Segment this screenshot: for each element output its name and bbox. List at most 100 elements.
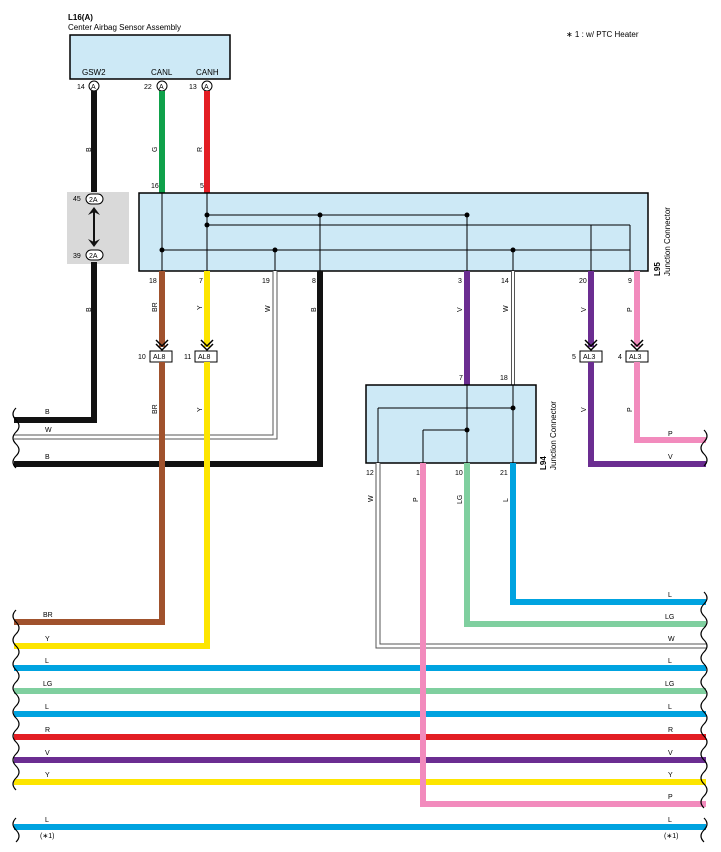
l16-pin-tag-13: A [204,84,209,91]
l16-name: Center Airbag Sensor Assembly [68,23,181,32]
left-label-10: V [45,750,50,757]
joint-2a-up-arrow-icon [88,207,100,215]
footnote-right: (∗1) [664,833,678,840]
l16-pin-num-13: 13 [189,84,197,91]
left-label-5: Y [45,636,50,643]
wire-label-l95-14: W [503,305,510,312]
wire-l95-19-w [14,271,277,439]
wire-label-l95-3: V [457,307,464,312]
l95-box [138,192,649,272]
footnote-left: (∗1) [40,833,54,840]
joint-2a-tag-bottom-label: 2A [89,253,98,260]
right-label-8: L [668,704,672,711]
joint-2a-tag-bottom [85,249,104,261]
right-label-4: LG [665,614,674,621]
wire-label-l95-18: BR [152,302,159,312]
wire-label-al8-11: Y [197,407,204,412]
left-break-marks [12,407,20,843]
l95-junction-dots [159,212,516,253]
wire-al8-11-y [14,362,210,649]
l95-pin-18: 18 [149,278,157,285]
l16-box [69,34,231,80]
wire-l95-8-b [14,271,323,467]
l94-pin-1: 1 [416,470,420,477]
wire-label-l95-20: V [581,307,588,312]
wire-label-l95-19: W [265,305,272,312]
wire-label-l95-7: Y [197,305,204,310]
wire-l94-21-l [510,463,706,605]
l94-pin-21: 21 [500,470,508,477]
right-break-marks [700,429,708,843]
l94-internal-bus [377,385,514,463]
wire-label-l95-8: B [311,307,318,312]
l95-id: L95 [653,262,662,276]
left-label-6: L [45,658,49,665]
al3-pin-5: 5 [572,354,576,361]
right-label-2: V [668,454,673,461]
wire-al3-4-p [634,362,706,443]
left-label-3: B [45,454,50,461]
joint-2a-pin-39: 39 [73,253,81,260]
right-label-3: L [668,592,672,599]
right-label-9: R [668,727,673,734]
l95-pin-20: 20 [579,278,587,285]
l95-pin-14: 14 [501,278,509,285]
wire-l94-12-w-outline [375,463,706,649]
al3-tag-5-label: AL3 [583,354,596,361]
left-label-8: L [45,704,49,711]
right-label-5: W [668,636,675,643]
wire-l94-12-w [376,463,706,648]
joint-2a-tag-top-label: 2A [89,197,98,204]
l95-name: Junction Connector [663,207,672,276]
l94-top-pin-7: 7 [459,375,463,382]
wire-al8-10-br [14,362,165,625]
left-label-1: B [45,409,50,416]
al3-pin-4: 4 [618,354,622,361]
al8-tag-11-label: AL8 [198,354,211,361]
wire-label-gsw2-b: B [86,147,93,152]
wire-label-l94-21: L [503,498,510,502]
l16-pin-tag-22: A [159,84,164,91]
right-label-13: L [668,817,672,824]
l16-pin-tag-14: A [91,84,96,91]
l94-junction-dots [464,405,516,433]
al8-chevron-icons [155,339,644,352]
wire-label-l95-9: P [627,307,634,312]
right-label-1: P [668,431,673,438]
al3-tag-4-label: AL3 [629,354,642,361]
l16-pin-num-22: 22 [144,84,152,91]
wire-l94-10-lg [464,463,706,627]
l95-top-pin-16: 16 [151,183,159,190]
l95-pin-8: 8 [312,278,316,285]
l16-pin-label-canh: CANH [196,68,219,77]
l94-pin-10: 10 [455,470,463,477]
l95-top-pin-5: 5 [200,183,204,190]
left-label-4: BR [43,612,53,619]
l16-pin-label-canl: CANL [151,68,173,77]
left-label-7: LG [43,681,52,688]
ptc-heater-note: ∗ 1 : w/ PTC Heater [566,30,639,39]
l95-pin-7: 7 [199,278,203,285]
al8-tag-10-label: AL8 [153,354,166,361]
l95-internal-bus [161,193,631,271]
l16-id: L16(A) [68,13,93,22]
wire-label-l94-1: P [413,497,420,502]
l95-pin-19: 19 [262,278,270,285]
left-label-2: W [45,427,52,434]
right-label-10: V [668,750,673,757]
right-label-6: L [668,658,672,665]
wire-l94-1-p [420,463,706,807]
l94-top-pin-18: 18 [500,375,508,382]
joint-2a-pin-45: 45 [73,196,81,203]
wire-label-al8-10: BR [152,404,159,414]
l95-pin-3: 3 [458,278,462,285]
wire-label-canh-r: R [197,147,204,152]
joint-2a-tag-top [85,193,104,205]
l94-box [365,384,537,464]
right-label-7: LG [665,681,674,688]
left-label-9: R [45,727,50,734]
l94-name: Junction Connector [549,401,558,470]
l94-pin-12: 12 [366,470,374,477]
left-label-12: L [45,817,49,824]
